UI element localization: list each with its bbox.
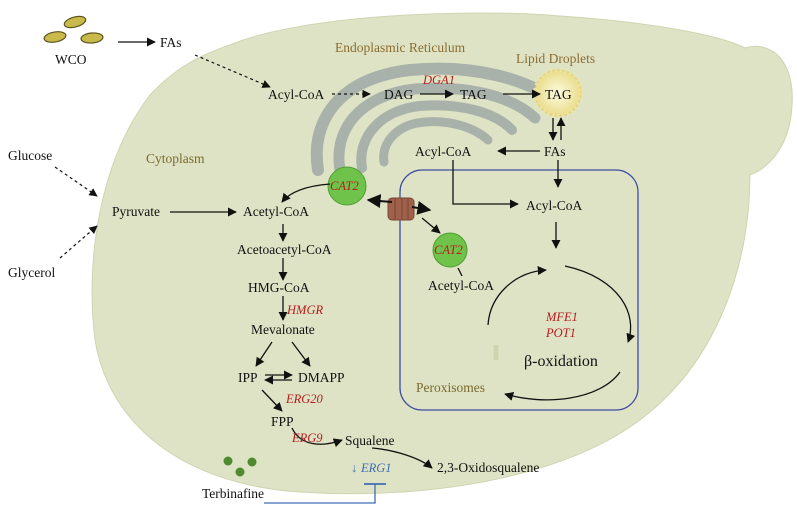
acetoacetyl-coa-label: Acetoacetyl-CoA — [237, 242, 332, 257]
acyl-coa-cytoplasm-label: Acyl-CoA — [415, 144, 471, 159]
endoplasmic-reticulum-shape — [310, 62, 566, 176]
acetyl-coa-label: Acetyl-CoA — [243, 204, 309, 219]
lipid-droplets-label: Lipid Droplets — [516, 51, 595, 66]
fas-label-top: FAs — [160, 35, 182, 50]
acyl-coa-er-label: Acyl-CoA — [268, 87, 324, 102]
catalase-cat2-top — [327, 166, 367, 206]
hmg-coa-label: HMG-CoA — [248, 280, 310, 295]
tag-er-label: TAG — [460, 87, 487, 102]
erg1-arrow-icon: ↓ — [351, 461, 357, 475]
transporter-shape — [387, 197, 415, 221]
glycerol-label: Glycerol — [8, 265, 55, 280]
dga1-label: DGA1 — [422, 73, 455, 87]
cat2-perox-label: CAT2 — [434, 243, 463, 257]
cat2-top-label: CAT2 — [330, 179, 359, 193]
terbinafine-label: Terbinafine — [202, 486, 264, 501]
tag-ld-label: TAG — [545, 87, 572, 102]
cytoplasm-label: Cytoplasm — [146, 151, 205, 166]
dmapp-label: DMAPP — [298, 370, 345, 385]
ipp-label: IPP — [238, 370, 258, 385]
fas-label-mid: FAs — [544, 144, 566, 159]
terbinafine-molecules — [223, 456, 257, 477]
mevalonate-label: Mevalonate — [251, 322, 315, 337]
mfe1-label: MFE1 — [545, 310, 578, 324]
acyl-coa-perox-label: Acyl-CoA — [526, 198, 582, 213]
pot1-label: POT1 — [545, 326, 576, 340]
pyruvate-label: Pyruvate — [112, 204, 160, 219]
er-label: Endoplasmic Reticulum — [335, 40, 466, 55]
squalene-label: Squalene — [345, 433, 395, 448]
oxidosqualene-label: 2,3-Oxidosqualene — [437, 460, 539, 475]
dag-label: DAG — [384, 87, 413, 102]
erg20-label: ERG20 — [285, 392, 324, 406]
catalase-cat2-perox — [432, 232, 468, 268]
erg1-label: ERG1 — [360, 461, 392, 475]
wco-label: WCO — [55, 52, 87, 67]
pathway-arrows — [54, 37, 636, 504]
peroxisome-membrane — [399, 169, 639, 411]
hmgr-label: HMGR — [286, 303, 323, 317]
glucose-label: Glucose — [8, 148, 52, 163]
fpp-label: FPP — [271, 414, 294, 429]
acetyl-coa-perox-label: Acetyl-CoA — [428, 278, 494, 293]
beta-oxidation-label: β-oxidation — [524, 353, 598, 370]
peroxisomes-label: Peroxisomes — [416, 380, 485, 395]
wco-pellets — [43, 15, 104, 44]
erg9-label: ERG9 — [291, 431, 323, 445]
